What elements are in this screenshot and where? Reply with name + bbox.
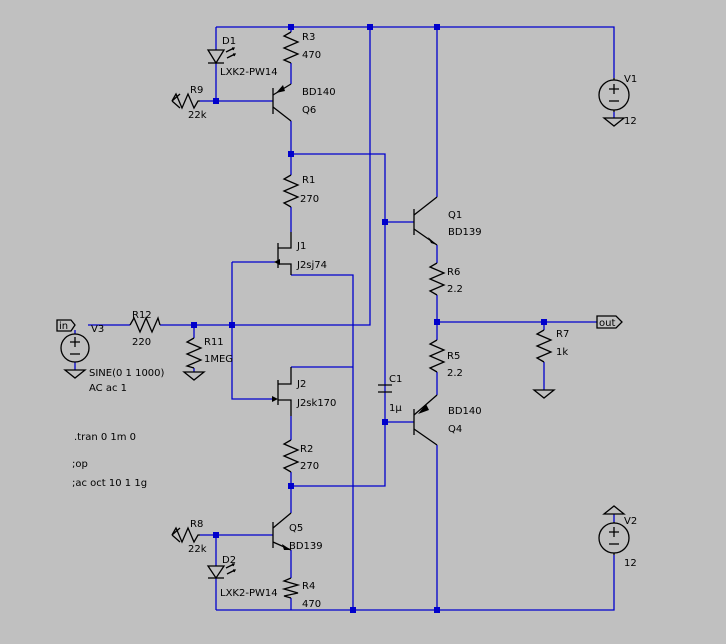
component-labels: D1 LXK2-PW14 R3 470 R9 22k BD140 Q6 V1 1… bbox=[89, 32, 637, 610]
label-r5-val: 2.2 bbox=[447, 368, 463, 379]
led-d2 bbox=[206, 563, 237, 580]
label-r3-ref: R3 bbox=[302, 32, 315, 43]
transistor-q6 bbox=[272, 83, 292, 122]
resistor-r9 bbox=[171, 92, 200, 110]
label-q4-val: BD140 bbox=[448, 406, 482, 417]
capacitor-c1 bbox=[378, 384, 392, 393]
ground-v2 bbox=[602, 505, 626, 515]
label-d1-val: LXK2-PW14 bbox=[220, 67, 278, 78]
label-r8-val: 22k bbox=[188, 544, 207, 555]
led-d1 bbox=[206, 47, 237, 65]
label-d2-val: LXK2-PW14 bbox=[220, 588, 278, 599]
label-r7-val: 1k bbox=[556, 347, 568, 358]
label-r12-ref: R12 bbox=[132, 310, 152, 321]
label-j2-val: J2sk170 bbox=[296, 398, 336, 409]
transistor-q5 bbox=[272, 512, 292, 551]
net-label-out-text: out bbox=[599, 318, 615, 329]
label-r7-ref: R7 bbox=[556, 329, 569, 340]
resistor-r8 bbox=[171, 526, 200, 544]
label-v2-ref: V2 bbox=[624, 516, 637, 527]
voltage-sources bbox=[60, 78, 630, 555]
label-r6-val: 2.2 bbox=[447, 284, 463, 295]
label-q5-val: BD139 bbox=[289, 541, 323, 552]
label-d1-ref: D1 bbox=[222, 36, 236, 47]
label-r2-val: 270 bbox=[300, 461, 319, 472]
grounds bbox=[63, 117, 626, 515]
supply-arrows bbox=[171, 93, 181, 543]
label-r1-val: 270 bbox=[300, 194, 319, 205]
label-r11-ref: R11 bbox=[204, 337, 224, 348]
ground-v1 bbox=[602, 117, 626, 127]
label-q1-ref: Q1 bbox=[448, 210, 462, 221]
jfet-j1 bbox=[274, 232, 292, 275]
leds bbox=[206, 47, 237, 580]
label-r4-val: 470 bbox=[302, 599, 321, 610]
directive-ac: ;ac oct 10 1 1g bbox=[72, 478, 147, 489]
label-q6-ref: Q6 bbox=[302, 105, 316, 116]
transistors bbox=[272, 83, 438, 551]
label-r5-ref: R5 bbox=[447, 351, 460, 362]
wires bbox=[74, 26, 615, 611]
resistor-r3 bbox=[282, 31, 300, 64]
label-v1-ref: V1 bbox=[624, 74, 637, 85]
label-r8-ref: R8 bbox=[190, 519, 203, 530]
resistor-r4 bbox=[281, 577, 301, 599]
spice-directives: .tran 0 1m 0 ;op ;ac oct 10 1 1g bbox=[72, 432, 147, 489]
net-label-in-text: in bbox=[59, 321, 68, 332]
transistor-q1 bbox=[413, 196, 438, 246]
label-r4-ref: R4 bbox=[302, 581, 315, 592]
label-c1-ref: C1 bbox=[389, 374, 402, 385]
ground-v3 bbox=[63, 369, 87, 379]
net-label-out: out bbox=[596, 315, 623, 329]
directive-tran: .tran 0 1m 0 bbox=[74, 432, 136, 443]
resistors bbox=[129, 31, 553, 599]
label-q5-ref: Q5 bbox=[289, 523, 303, 534]
resistor-r5 bbox=[428, 339, 446, 373]
label-r2-ref: R2 bbox=[300, 444, 313, 455]
label-q4-ref: Q4 bbox=[448, 424, 462, 435]
label-r6-ref: R6 bbox=[447, 267, 460, 278]
label-r9-val: 22k bbox=[188, 110, 207, 121]
jfets bbox=[272, 232, 292, 416]
resistor-r7 bbox=[535, 329, 553, 363]
label-q1-val: BD139 bbox=[448, 227, 482, 238]
ground-r11 bbox=[182, 371, 206, 381]
resistor-r12 bbox=[129, 316, 161, 334]
voltage-source-v1 bbox=[598, 78, 630, 112]
resistor-r11 bbox=[185, 337, 203, 369]
directive-op: ;op bbox=[72, 459, 88, 470]
label-r9-ref: R9 bbox=[190, 85, 203, 96]
label-c1-val: 1µ bbox=[389, 403, 402, 414]
label-v3-val: SINE(0 1 1000) bbox=[89, 368, 165, 379]
label-r1-ref: R1 bbox=[302, 175, 315, 186]
label-j1-ref: J1 bbox=[296, 241, 306, 252]
net-label-in: in bbox=[56, 319, 76, 332]
transistor-q4 bbox=[413, 394, 438, 446]
junctions bbox=[191, 24, 547, 613]
resistor-r6 bbox=[428, 262, 446, 296]
label-d2-ref: D2 bbox=[222, 555, 236, 566]
label-v2-val: 12 bbox=[624, 558, 637, 569]
label-j2-ref: J2 bbox=[296, 379, 306, 390]
voltage-source-v3 bbox=[60, 333, 90, 363]
label-r12-val: 220 bbox=[132, 337, 151, 348]
resistor-r2 bbox=[282, 439, 300, 473]
label-r3-val: 470 bbox=[302, 50, 321, 61]
resistor-r1 bbox=[282, 174, 300, 208]
label-r11-val: 1MEG bbox=[204, 354, 233, 365]
ground-r7 bbox=[532, 389, 556, 399]
voltage-source-v2 bbox=[598, 522, 630, 555]
label-v1-val: 12 bbox=[624, 116, 637, 127]
jfet-j2 bbox=[272, 367, 292, 416]
label-v3-ref: V3 bbox=[91, 324, 104, 335]
label-v3-ac: AC ac 1 bbox=[89, 383, 127, 394]
label-q6-val: BD140 bbox=[302, 87, 336, 98]
label-j1-val: J2sj74 bbox=[296, 260, 327, 271]
